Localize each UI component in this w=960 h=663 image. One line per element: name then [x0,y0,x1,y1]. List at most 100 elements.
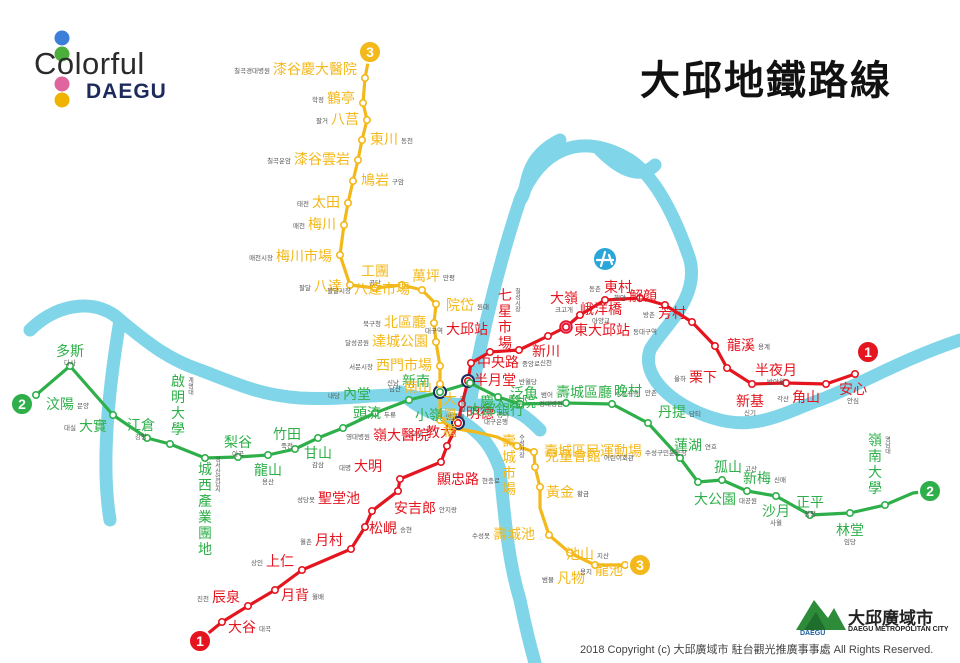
line3-station-dot [357,136,366,145]
line2-station-subname: 계명대 [187,376,194,396]
line1-station-subname: 교대 [411,430,423,438]
line1-station-dot [747,379,756,388]
line1-station-dot [781,378,790,387]
line3-station-dot [343,199,352,208]
line2-station-name: 泛魚 [510,386,538,402]
line2-route [34,364,932,517]
line1-station-dot [395,474,404,483]
line3-station-name: 漆谷雲岩 [294,152,350,168]
line2-station-subname: 두류 [384,411,396,419]
line3-station-subname: 서문시장 [349,362,373,371]
line1-station-subname: 월촌 [300,537,312,546]
line3-station-dot [358,99,367,108]
line-badge-number: 2 [926,483,934,499]
line2-station-subname: 강창 [135,432,147,441]
line2-station-name-char: 明 [171,390,185,406]
line2-station-subname: 만촌 [645,388,657,397]
line3-station-dot [353,156,362,165]
line1-station-name: 上仁 [266,554,294,570]
line3-station-dot [397,280,406,289]
line3-station-subname: 매천시장 [249,253,273,262]
line2-station-subname: 사월 [770,518,782,527]
line3-station-name-char: 大 [443,392,457,408]
line3-station-dot [544,530,553,539]
line2-station-dot [338,423,347,432]
line1-station-name: 半夜月 [755,363,797,379]
line1-station-name: 栗下 [689,370,717,386]
line1-station-dot [360,522,369,531]
line2-station-name-char: 南 [868,449,882,465]
line2-station-name: 大邱銀行 [468,403,524,419]
line3-station-dot [370,283,379,292]
line2-station-name-char: 學 [171,422,185,438]
line3-station-subname: 칠곡운암 [267,156,291,165]
line3-station-name-char: 市 [502,465,516,482]
line1-station-dot [687,317,696,326]
line3-station-subname: 팔거 [316,116,328,125]
colorful-daegu-logo-dots [54,30,70,108]
line1-station-subname: 용계 [758,342,770,351]
line2-station-dot [607,399,616,408]
line3-station-dot [339,221,348,230]
line1-station-dot [710,341,719,350]
line1-station-dot [436,457,445,466]
line1-station-subname: 각산 [777,394,789,403]
line2-station-subname: 범어 [541,390,553,399]
line1-station-dot [821,379,830,388]
line2-station-dot [561,398,570,407]
line3-station-dot [362,116,371,125]
line3-station-name: 八莒 [331,112,359,128]
line2-station-name: 壽城區廳 [556,384,612,401]
airport-icon [594,248,616,270]
line3-station-name: 達城公園 [372,334,428,350]
line3-station-subname: 수성구민운동장 [645,448,687,457]
line1-station-name: 峨洋橋 [580,302,622,318]
line2-station-dot [143,433,152,442]
line2-station-dot [109,410,118,419]
line1-station-subname: 상인 [251,558,263,567]
line1-station-dot [367,506,376,515]
line3-station-subname: 수성못 [472,531,490,540]
line2-station-dot [313,433,322,442]
line1-station-name: 安吉郎 [394,501,436,517]
line2-station-dot [742,486,751,495]
line-badge-number: 1 [196,633,204,649]
line2-station-subname: 용산 [262,477,274,486]
line2-station-name-char: 地 [198,542,212,558]
line2-station-dot [201,453,210,462]
line1-station-dot [244,601,253,610]
line3-station-dot [435,415,444,424]
line2-station-subname: 담티 [689,409,701,418]
line2-station-name-char: 西 [198,478,212,494]
line3-station-dot [529,447,538,456]
line1-station-name: 龍溪 [727,337,755,354]
line3-station-dot [590,560,599,569]
line2-station-name: 多斯 [56,343,84,360]
line2-station-name: 甘山 [304,446,332,462]
line2-station-name: 內堂 [343,387,371,403]
line3-station-name: 工團 [361,264,389,280]
